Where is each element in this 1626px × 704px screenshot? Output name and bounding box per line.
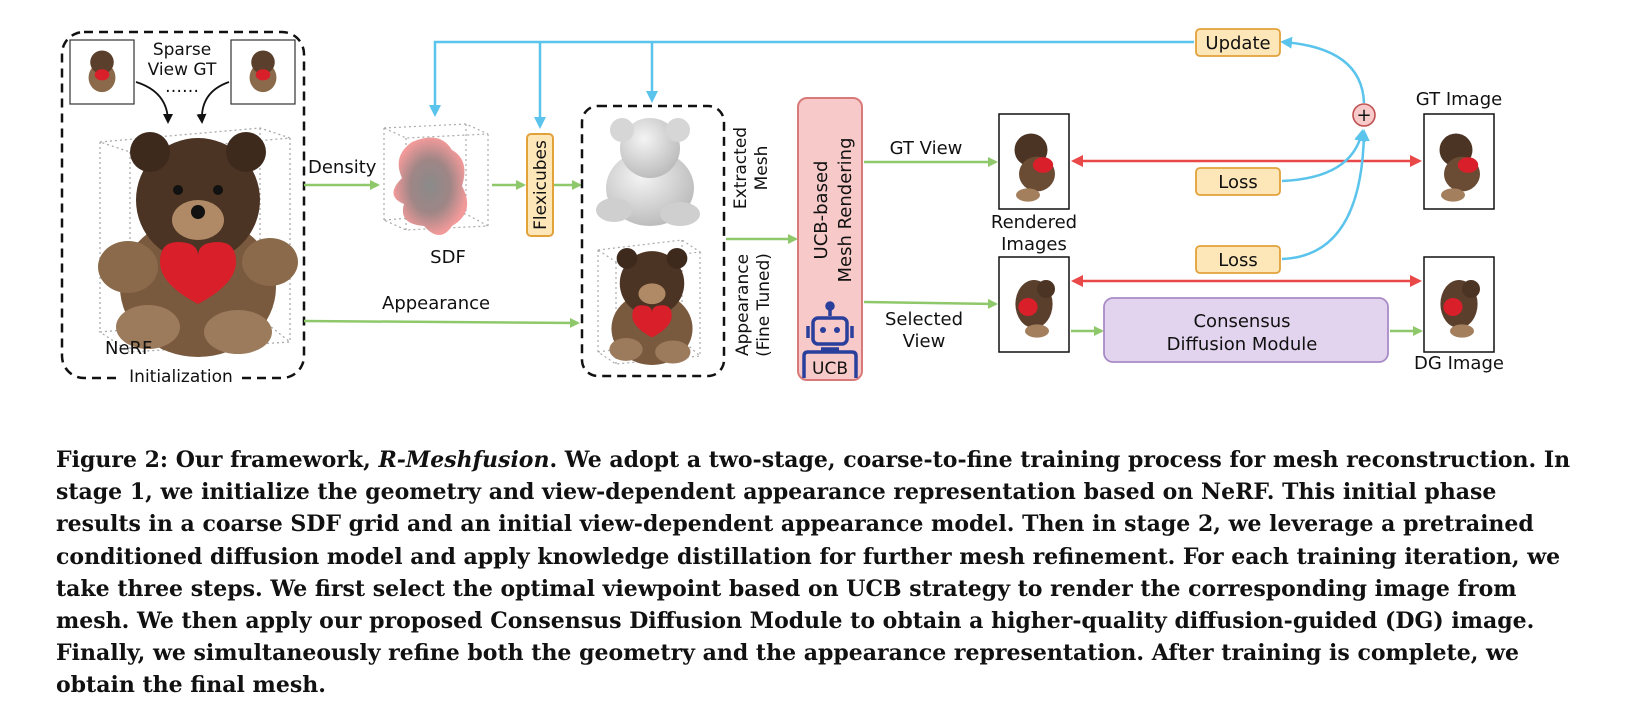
robot-label: UCB bbox=[812, 359, 848, 379]
rendered-image-selected-view bbox=[998, 256, 1070, 353]
rendered-images-label-line1: Rendered bbox=[991, 212, 1077, 233]
selected-view-label-line2: View bbox=[903, 331, 946, 352]
caption-prefix: Figure 2: Our framework, bbox=[56, 447, 379, 473]
loss-bottom-to-plus-arrow bbox=[1281, 129, 1370, 261]
bear-thumbnail-icon bbox=[249, 50, 277, 93]
bear-render-icon bbox=[1015, 280, 1055, 338]
framework-diagram: Initialization Sparse View GT …… bbox=[60, 28, 1504, 388]
bear-thumbnail-icon bbox=[88, 50, 116, 93]
update-feedback-line bbox=[429, 40, 1194, 117]
sdf-blob-shape bbox=[393, 137, 468, 235]
bear-gt-icon bbox=[1439, 133, 1480, 202]
loss-label-bottom: Loss bbox=[1218, 250, 1257, 271]
fine-tuned-bear-image bbox=[609, 248, 693, 365]
nerf-bear-image bbox=[98, 132, 298, 357]
extracted-mesh-label-line2: Mesh bbox=[752, 146, 772, 191]
flexicubes-box: Flexicubes bbox=[526, 133, 554, 237]
appearance-label: Appearance bbox=[382, 293, 490, 314]
sdf-label: SDF bbox=[430, 247, 466, 268]
ucb-rendering-box: UCB-based Mesh Rendering UCB bbox=[797, 97, 863, 381]
consensus-diffusion-module: Consensus Diffusion Module bbox=[1103, 297, 1389, 363]
appearance-fine-tuned-label-line2: (Fine Tuned) bbox=[754, 253, 774, 357]
gt-image-label: GT Image bbox=[1416, 89, 1502, 110]
dg-image-label: DG Image bbox=[1414, 353, 1504, 374]
gt-view-label: GT View bbox=[890, 138, 963, 159]
mesh-block bbox=[580, 104, 726, 378]
extracted-mesh-label-line1: Extracted bbox=[731, 127, 751, 209]
initialization-label: Initialization bbox=[129, 367, 233, 387]
caption-framework-name: R-Meshfusion bbox=[378, 447, 550, 473]
loss-label-top: Loss bbox=[1218, 172, 1257, 193]
sparse-view-gt-label-line1: Sparse bbox=[153, 40, 211, 60]
loss-box-bottom: Loss bbox=[1195, 245, 1281, 274]
bear-dg-icon bbox=[1440, 280, 1480, 338]
mesh-dashed-box bbox=[580, 104, 726, 378]
extracted-mesh-image bbox=[596, 118, 700, 226]
caption-body: . We adopt a two-stage, coarse-to-fine t… bbox=[56, 447, 1571, 699]
ucb-rendering-label-line2: Mesh Rendering bbox=[835, 137, 856, 282]
initialization-label-backdrop bbox=[120, 366, 242, 388]
sdf-grid: SDF bbox=[383, 123, 491, 268]
consensus-label-line2: Diffusion Module bbox=[1167, 334, 1318, 355]
gt-image bbox=[1423, 113, 1495, 210]
ucb-rendering-label-line1: UCB-based bbox=[811, 161, 832, 260]
rendered-image-gt-view bbox=[998, 113, 1070, 210]
sparse-view-ellipsis: …… bbox=[165, 77, 199, 97]
density-label: Density bbox=[308, 157, 377, 178]
selected-view-label-line1: Selected bbox=[885, 309, 963, 330]
sparse-view-right-arrow bbox=[196, 81, 230, 124]
sparse-view-thumbnail-right bbox=[230, 39, 296, 105]
rendered-images-label-line2: Images bbox=[1001, 234, 1067, 255]
sparse-view-thumbnail-left bbox=[69, 39, 135, 105]
appearance-fine-tuned-label-line1: Appearance bbox=[733, 254, 753, 356]
nerf-wireframe-cube bbox=[98, 127, 292, 353]
sparse-view-left-arrow bbox=[135, 81, 173, 124]
loss-box-top: Loss bbox=[1195, 167, 1281, 196]
robot-icon bbox=[802, 301, 858, 378]
flexicubes-label: Flexicubes bbox=[531, 140, 551, 230]
consensus-label-line1: Consensus bbox=[1193, 311, 1290, 332]
update-box: Update bbox=[1195, 28, 1281, 57]
dg-image bbox=[1423, 256, 1495, 353]
update-label: Update bbox=[1205, 33, 1270, 54]
loss-top-to-plus-arrow bbox=[1281, 129, 1366, 183]
appearance-arrow bbox=[303, 317, 580, 328]
figure-caption: Figure 2: Our framework, R-Meshfusion. W… bbox=[56, 444, 1576, 702]
nerf-label: NeRF bbox=[105, 338, 152, 359]
plus-label: + bbox=[1356, 105, 1371, 126]
plus-to-update-arrow bbox=[1280, 36, 1366, 104]
selected-view-arrow bbox=[863, 298, 998, 309]
initialization-block: Initialization Sparse View GT …… bbox=[60, 30, 306, 388]
plus-node: + bbox=[1352, 103, 1376, 127]
bear-render-icon bbox=[1014, 133, 1055, 202]
sparse-view-gt-label-line2: View GT bbox=[148, 60, 217, 80]
